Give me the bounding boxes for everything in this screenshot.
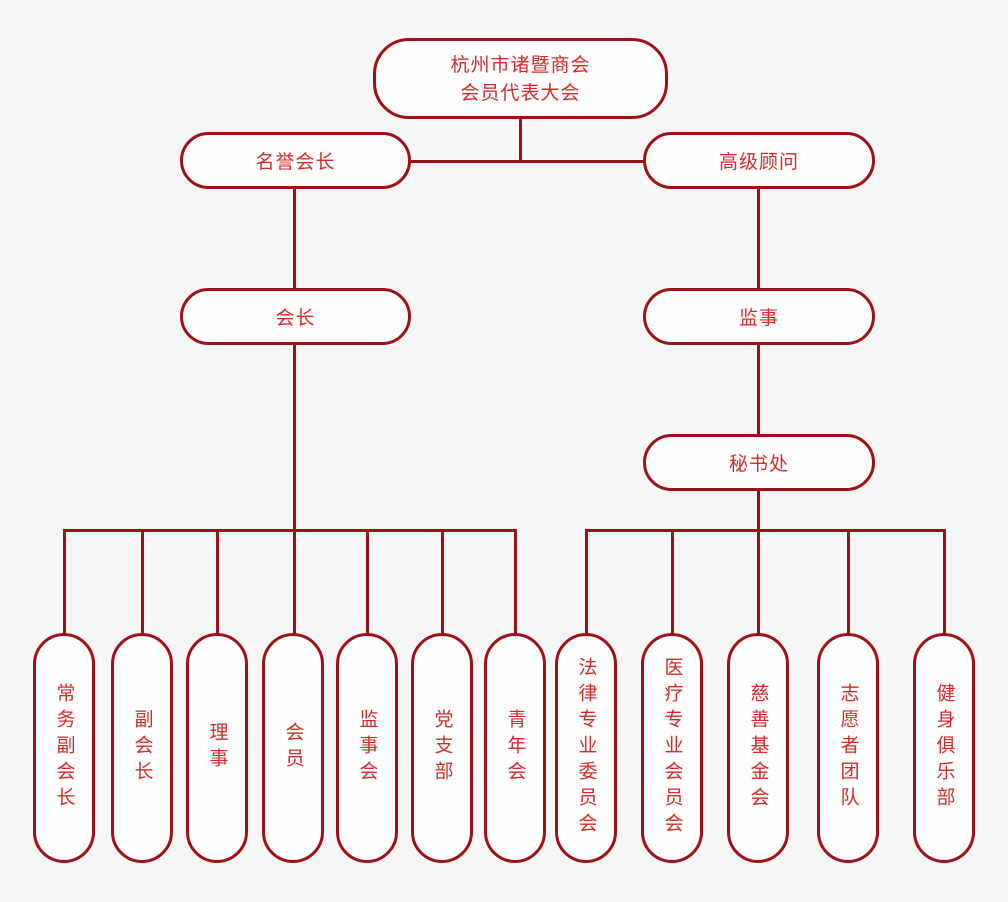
- node-medical-committee: 医疗专业会员会: [641, 633, 703, 863]
- node-executive-vice-president: 常务副会长: [33, 633, 95, 863]
- node-vice-president-label: 副会长: [131, 709, 154, 787]
- node-volunteer-team: 志愿者团队: [817, 633, 879, 863]
- node-supervisory-board: 监事会: [336, 633, 398, 863]
- connector-child-stub: [216, 529, 219, 635]
- node-supervisory-board-label: 监事会: [356, 709, 379, 787]
- node-honorary-president: 名誉会长: [180, 132, 411, 189]
- node-fitness-club-label: 健身俱乐部: [933, 683, 956, 813]
- node-member-label: 会员: [282, 722, 305, 774]
- node-members-assembly: 杭州市诸暨商会 会员代表大会: [373, 38, 668, 119]
- connector-child-stub: [671, 529, 674, 635]
- connector-child-stub: [943, 529, 946, 635]
- node-member: 会员: [262, 633, 324, 863]
- connector-secretariat-trunk: [757, 489, 760, 635]
- node-director: 理事: [186, 633, 248, 863]
- node-charity-foundation-label: 慈善基金会: [747, 683, 770, 813]
- connector-level2-bar: [410, 160, 644, 163]
- connector-child-stub: [441, 529, 444, 635]
- node-supervisor: 监事: [643, 288, 875, 345]
- node-president: 会长: [180, 288, 411, 345]
- node-senior-advisor-label: 高级顾问: [718, 151, 799, 173]
- node-director-label: 理事: [206, 722, 229, 774]
- connector-child-stub: [366, 529, 369, 635]
- node-youth-association-label: 青年会: [504, 709, 527, 787]
- connector-child-stub: [514, 529, 517, 635]
- node-youth-association: 青年会: [484, 633, 546, 863]
- node-party-branch: 党支部: [411, 633, 473, 863]
- node-vice-president: 副会长: [111, 633, 173, 863]
- connector-child-stub: [141, 529, 144, 635]
- node-medical-committee-label: 医疗专业会员会: [661, 657, 684, 839]
- node-honorary-president-label: 名誉会长: [255, 151, 336, 173]
- node-members-assembly-label: 杭州市诸暨商会 会员代表大会: [450, 53, 591, 104]
- connector-assembly-trunk: [519, 118, 522, 163]
- node-secretariat: 秘书处: [643, 434, 875, 491]
- connector-honorary-president: [293, 187, 296, 290]
- connector-president-trunk: [293, 343, 296, 635]
- node-supervisor-label: 监事: [738, 307, 779, 329]
- connector-child-stub: [63, 529, 66, 635]
- node-charity-foundation: 慈善基金会: [727, 633, 789, 863]
- connector-supervisor-secretariat: [757, 343, 760, 436]
- node-president-label: 会长: [275, 307, 316, 329]
- node-party-branch-label: 党支部: [431, 709, 454, 787]
- node-senior-advisor: 高级顾问: [643, 132, 875, 189]
- node-secretariat-label: 秘书处: [728, 453, 789, 475]
- node-legal-committee-label: 法律专业委员会: [575, 657, 598, 839]
- connector-advisor-supervisor: [757, 187, 760, 290]
- node-executive-vice-president-label: 常务副会长: [53, 683, 76, 813]
- node-legal-committee: 法律专业委员会: [555, 633, 617, 863]
- connector-president-children-bar: [63, 529, 517, 532]
- node-fitness-club: 健身俱乐部: [913, 633, 975, 863]
- connector-child-stub: [585, 529, 588, 635]
- connector-child-stub: [847, 529, 850, 635]
- connector-secretariat-children-bar: [585, 529, 946, 532]
- node-volunteer-team-label: 志愿者团队: [837, 683, 860, 813]
